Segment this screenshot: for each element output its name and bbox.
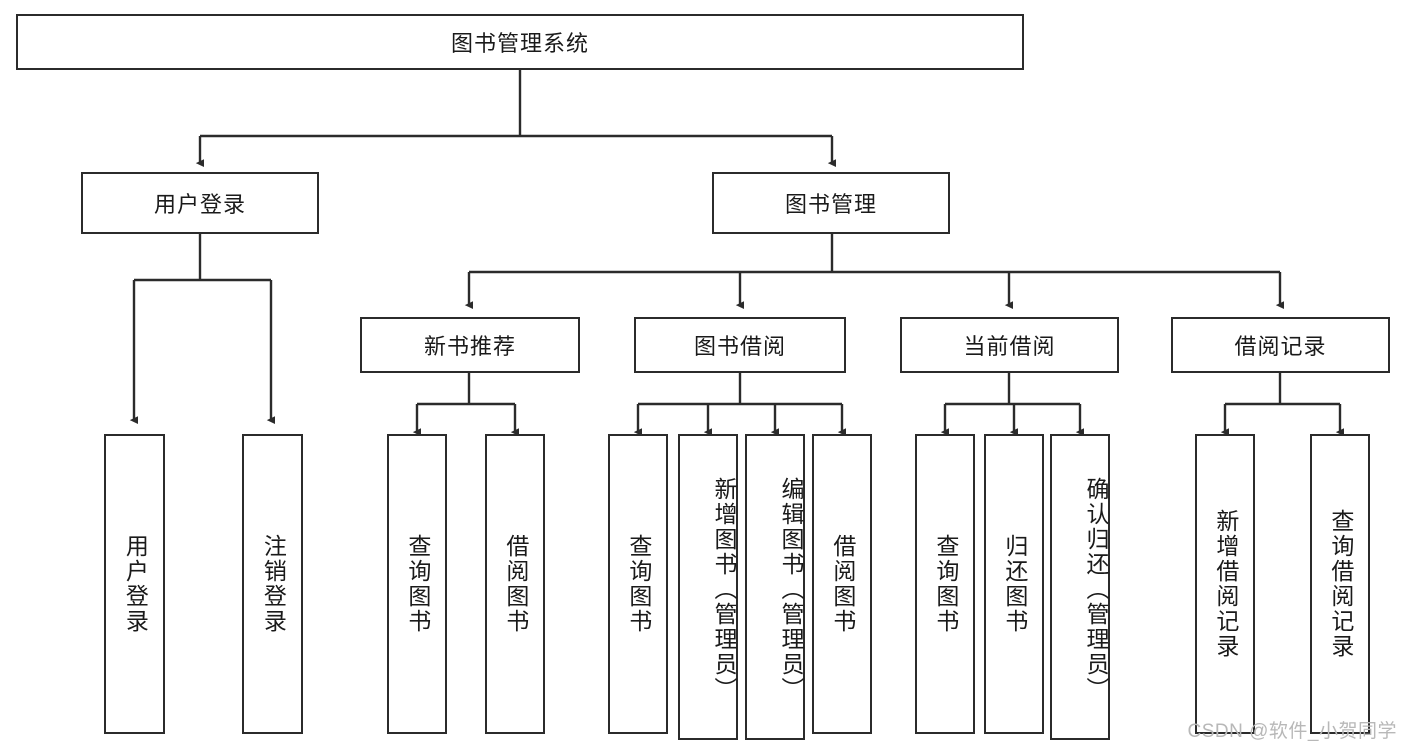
node-new-book[interactable]: 新书推荐 xyxy=(360,317,580,373)
node-current-borrow-label: 当前借阅 xyxy=(963,334,1056,359)
leaf-current-borrow-2[interactable]: 归还图书 xyxy=(984,434,1044,734)
leaf-label: 用户登录 xyxy=(122,534,149,634)
leaf-borrow-record-1[interactable]: 新增借阅记录 xyxy=(1195,434,1255,734)
leaf-label: 归还图书 xyxy=(1001,534,1028,634)
node-user-login[interactable]: 用户登录 xyxy=(81,172,319,234)
leaf-label: 注销登录 xyxy=(260,534,287,634)
leaf-label: 确认归还（管理员） xyxy=(1083,476,1109,702)
leaf-new-book-1[interactable]: 查询图书 xyxy=(387,434,447,734)
node-borrow-record-label: 借阅记录 xyxy=(1234,334,1327,359)
leaf-label: 查询图书 xyxy=(404,534,431,634)
leaf-book-borrow-1[interactable]: 查询图书 xyxy=(608,434,668,734)
leaf-label: 新增借阅记录 xyxy=(1212,509,1239,659)
node-book-manage-label: 图书管理 xyxy=(784,192,877,217)
csdn-watermark: CSDN @软件_小贺同学 xyxy=(1187,721,1397,742)
leaf-label: 借阅图书 xyxy=(829,534,856,634)
leaf-label: 借阅图书 xyxy=(502,534,529,634)
leaf-label: 查询图书 xyxy=(625,534,652,634)
node-borrow-record[interactable]: 借阅记录 xyxy=(1171,317,1390,373)
node-root-label: 图书管理系统 xyxy=(450,31,589,56)
leaf-label: 编辑图书（管理员） xyxy=(778,476,804,702)
node-new-book-label: 新书推荐 xyxy=(423,334,516,359)
leaf-label: 查询借阅记录 xyxy=(1327,509,1354,659)
node-current-borrow[interactable]: 当前借阅 xyxy=(900,317,1119,373)
leaf-user-login-2[interactable]: 注销登录 xyxy=(242,434,303,734)
node-user-login-label: 用户登录 xyxy=(153,192,246,217)
leaf-current-borrow-3[interactable]: 确认归还（管理员） xyxy=(1050,434,1110,740)
leaf-book-borrow-3[interactable]: 编辑图书（管理员） xyxy=(745,434,805,740)
node-book-borrow-label: 图书借阅 xyxy=(693,334,786,359)
leaf-new-book-2[interactable]: 借阅图书 xyxy=(485,434,545,734)
leaf-user-login-1[interactable]: 用户登录 xyxy=(104,434,165,734)
leaf-book-borrow-4[interactable]: 借阅图书 xyxy=(812,434,872,734)
leaf-current-borrow-1[interactable]: 查询图书 xyxy=(915,434,975,734)
node-book-borrow[interactable]: 图书借阅 xyxy=(634,317,846,373)
node-root: 图书管理系统 xyxy=(16,14,1024,70)
leaf-label: 查询图书 xyxy=(932,534,959,634)
node-book-manage[interactable]: 图书管理 xyxy=(712,172,950,234)
leaf-label: 新增图书（管理员） xyxy=(711,476,737,702)
leaf-book-borrow-2[interactable]: 新增图书（管理员） xyxy=(678,434,738,740)
leaf-borrow-record-2[interactable]: 查询借阅记录 xyxy=(1310,434,1370,734)
